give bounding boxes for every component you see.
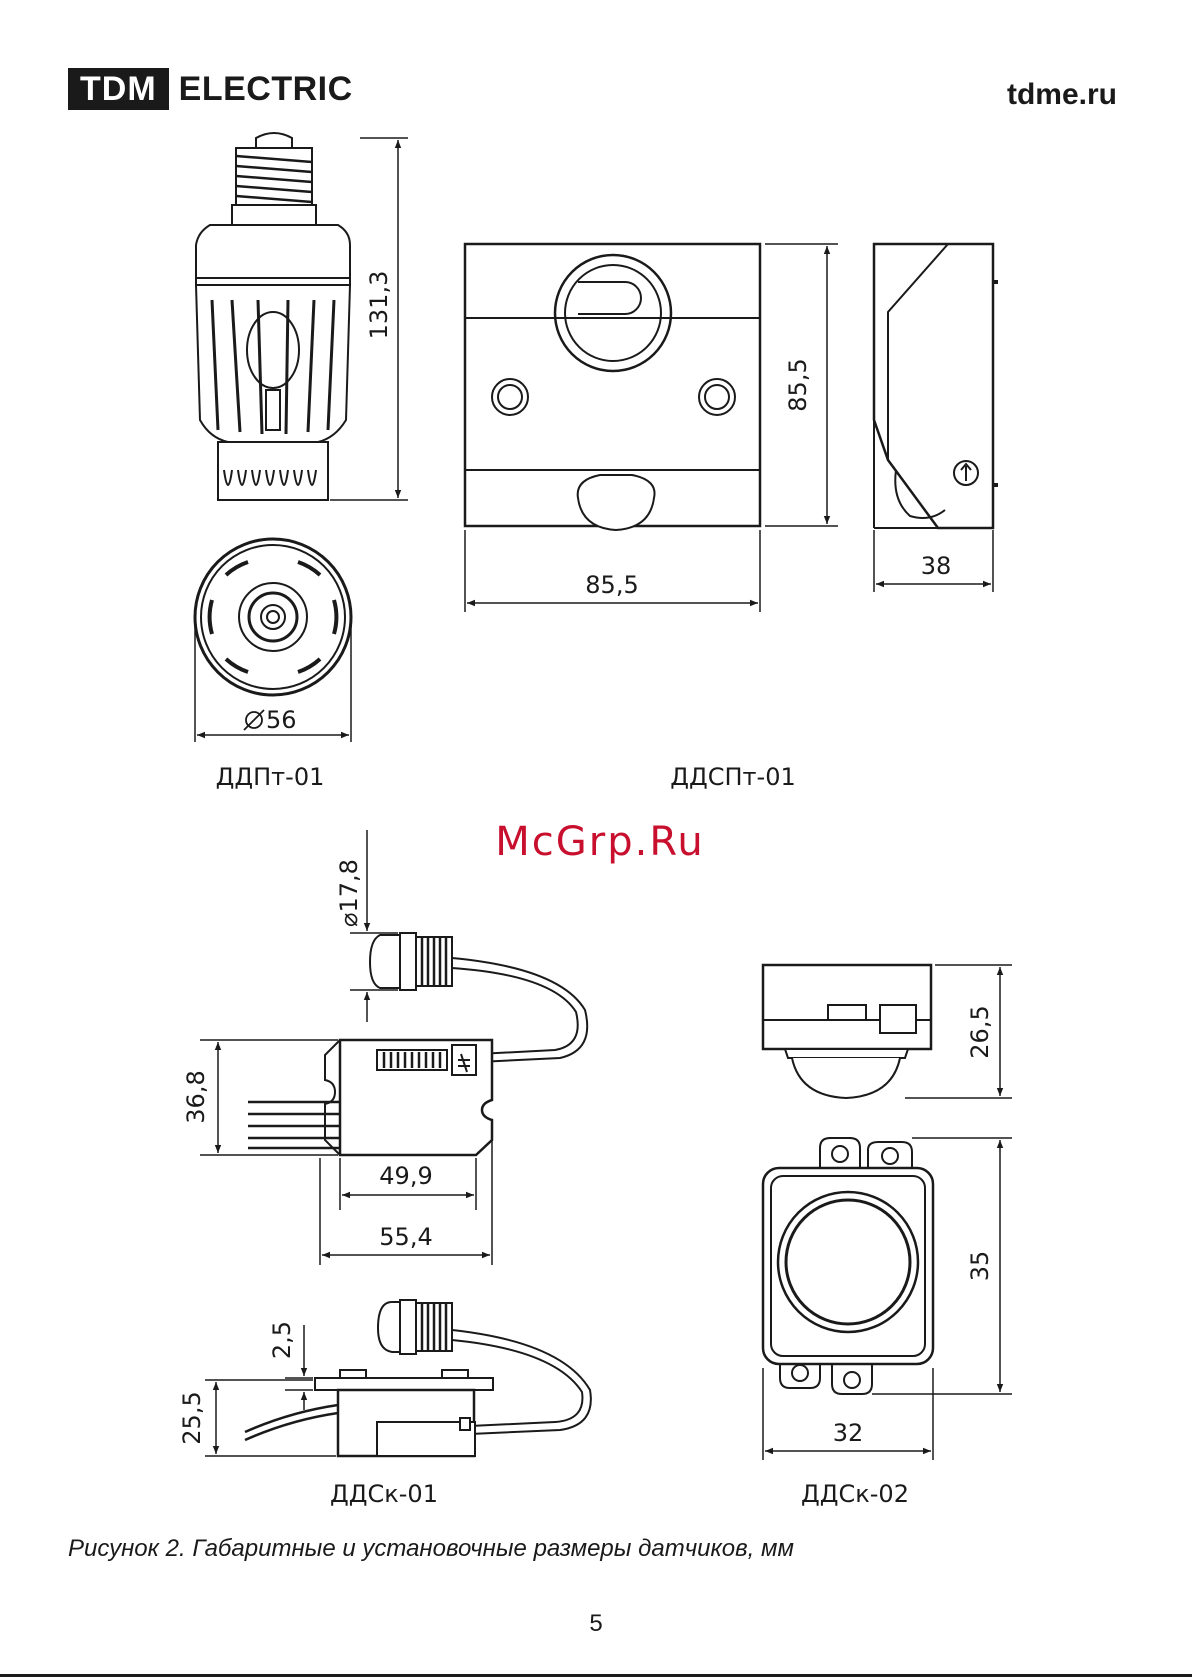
ddspt-side-view	[874, 244, 998, 592]
page-number: 5	[0, 1610, 1192, 1638]
ddspt-width-dim: 85,5	[585, 571, 638, 599]
ddsk01-flange-dim: 2,5	[268, 1321, 296, 1359]
ddsk01-side-view	[205, 1300, 591, 1456]
ddspt-front-view	[465, 244, 838, 612]
ddsk01-lens-diameter-dim: ⌀17,8	[335, 859, 363, 927]
ddsk02-width-dim: 32	[833, 1419, 864, 1447]
ddsk02-label: ДДСк-02	[801, 1480, 909, 1508]
watermark: McGrp.Ru	[495, 819, 704, 865]
ddsk02-top-view	[763, 1138, 1012, 1460]
ddsk01-lens-diameter-value: 17,8	[335, 859, 363, 912]
ddpt-label: ДДПт-01	[216, 763, 325, 791]
ddsk02-height-dim: 26,5	[966, 1005, 994, 1058]
ddspt-depth-dim: 38	[921, 552, 952, 580]
ddsk01-body-width-dim: 49,9	[379, 1162, 432, 1190]
ddsk01-total-width-dim: 55,4	[379, 1223, 432, 1251]
ddpt-height-dim: 131,3	[365, 271, 393, 340]
ddpt-diameter-dim: 56	[266, 706, 297, 734]
ddsk01-label: ДДСк-01	[330, 1480, 438, 1508]
ddspt-height-dim: 85,5	[784, 358, 812, 411]
ddsk01-side-height-dim: 25,5	[178, 1391, 206, 1444]
ddspt-label: ДДСПт-01	[670, 763, 795, 791]
ddsk01-height-dim: 36,8	[182, 1070, 210, 1123]
figure-caption: Рисунок 2. Габаритные и установочные раз…	[68, 1535, 794, 1563]
footer-rule	[0, 1674, 1192, 1677]
ddsk02-length-dim: 35	[966, 1251, 994, 1282]
ddsk01-top-view	[200, 830, 587, 1265]
